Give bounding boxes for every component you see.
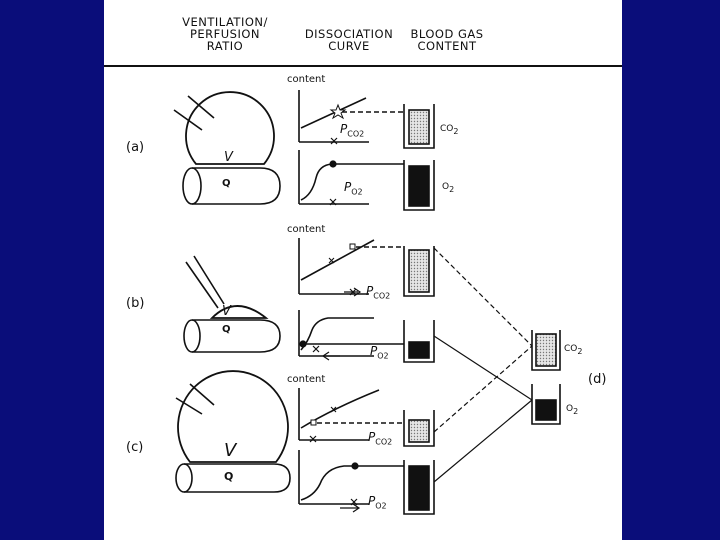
co2-curve-c bbox=[298, 388, 404, 443]
po2-a-sub: O bbox=[351, 187, 358, 197]
o2-container-label-a: O2 bbox=[442, 182, 454, 194]
o2-a-two: 2 bbox=[449, 184, 455, 194]
lung-unit-a bbox=[173, 91, 281, 205]
o2-d-two: 2 bbox=[573, 406, 579, 416]
o2-curve-c bbox=[298, 450, 404, 513]
mixed-o2-container bbox=[531, 384, 561, 425]
co2-container-c bbox=[403, 410, 435, 447]
row-label-a: (a) bbox=[126, 140, 145, 155]
pco2-a-two: 2 bbox=[359, 129, 365, 139]
pco2-c-p: P bbox=[368, 430, 376, 444]
co2-container-label-d: CO2 bbox=[564, 344, 582, 356]
header-content-line1: BLOOD GAS bbox=[410, 27, 484, 41]
o2-curve-a bbox=[298, 150, 404, 206]
co2-d-two: 2 bbox=[577, 346, 583, 356]
o2-d-text: O bbox=[566, 404, 574, 414]
po2-a-p: P bbox=[344, 180, 352, 194]
row-label-c: (c) bbox=[126, 440, 144, 455]
co2-curve-a bbox=[298, 90, 404, 145]
pco2-b-two: 2 bbox=[385, 291, 391, 301]
perfusion-label-a: Q bbox=[222, 178, 231, 189]
po2-c-p: P bbox=[368, 494, 376, 508]
pco2-c-sub: CO bbox=[375, 437, 388, 447]
co2-a-text: CO bbox=[440, 124, 454, 134]
perfusion-label-b: Q bbox=[222, 324, 231, 335]
header-ratio-line1: VENTILATION/ bbox=[182, 15, 268, 29]
header-curve-line2: CURVE bbox=[328, 39, 370, 53]
mixed-co2-container bbox=[531, 330, 561, 371]
mixing-lines bbox=[433, 247, 533, 483]
lung-unit-b bbox=[183, 255, 281, 353]
lung-unit-c bbox=[175, 370, 291, 493]
co2-curve-b bbox=[298, 238, 404, 297]
header-content-line2: CONTENT bbox=[417, 39, 477, 53]
ventilation-label-a: V bbox=[224, 150, 233, 165]
pco2-a-sub: CO bbox=[347, 129, 360, 139]
o2-a-text: O bbox=[442, 182, 450, 192]
diagram-drawing bbox=[104, 65, 622, 515]
ventilation-label-b: V bbox=[222, 304, 231, 319]
po2-label-c: PO2 bbox=[368, 494, 387, 510]
o2-container-label-d: O2 bbox=[566, 404, 578, 416]
header-curve: DISSOCIATION CURVE bbox=[294, 28, 404, 52]
co2-d-text: CO bbox=[564, 344, 578, 354]
pco2-label-b: PCO2 bbox=[366, 284, 390, 300]
header-curve-line1: DISSOCIATION bbox=[304, 27, 394, 41]
o2-curve-b bbox=[298, 310, 404, 361]
po2-label-b: PO2 bbox=[370, 344, 389, 360]
row-label-b: (b) bbox=[126, 296, 145, 311]
header-ratio-line3: RATIO bbox=[206, 39, 244, 53]
po2-b-sub: O bbox=[377, 351, 384, 361]
content-label-b: content bbox=[287, 224, 326, 235]
header-ratio: VENTILATION/ PERFUSION RATIO bbox=[170, 16, 280, 52]
header-content: BLOOD GAS CONTENT bbox=[392, 28, 502, 52]
content-label-c: content bbox=[287, 374, 326, 385]
o2-container-c bbox=[403, 460, 435, 515]
pco2-label-c: PCO2 bbox=[368, 430, 392, 446]
pco2-b-p: P bbox=[366, 284, 374, 298]
header-ratio-line2: PERFUSION bbox=[189, 27, 261, 41]
content-label-a: content bbox=[287, 74, 326, 85]
mixed-label-d: (d) bbox=[588, 372, 607, 387]
po2-a-two: 2 bbox=[357, 187, 363, 197]
ventilation-label-c: V bbox=[224, 440, 237, 461]
co2-container-label-a: CO2 bbox=[440, 124, 458, 136]
figure-panel: VENTILATION/ PERFUSION RATIO DISSOCIATIO… bbox=[104, 0, 622, 540]
pco2-c-two: 2 bbox=[387, 437, 393, 447]
pco2-a-p: P bbox=[340, 122, 348, 136]
pco2-label-a: PCO2 bbox=[340, 122, 364, 138]
co2-container-a bbox=[403, 104, 435, 149]
perfusion-label-c: Q bbox=[224, 470, 234, 483]
co2-container-b bbox=[403, 246, 435, 297]
po2-b-p: P bbox=[370, 344, 378, 358]
po2-c-two: 2 bbox=[381, 501, 387, 511]
po2-c-sub: O bbox=[375, 501, 382, 511]
po2-label-a: PO2 bbox=[344, 180, 363, 196]
o2-container-a bbox=[403, 160, 435, 211]
co2-a-two: 2 bbox=[453, 126, 459, 136]
pco2-b-sub: CO bbox=[373, 291, 386, 301]
o2-container-b bbox=[403, 320, 435, 363]
po2-b-two: 2 bbox=[383, 351, 389, 361]
